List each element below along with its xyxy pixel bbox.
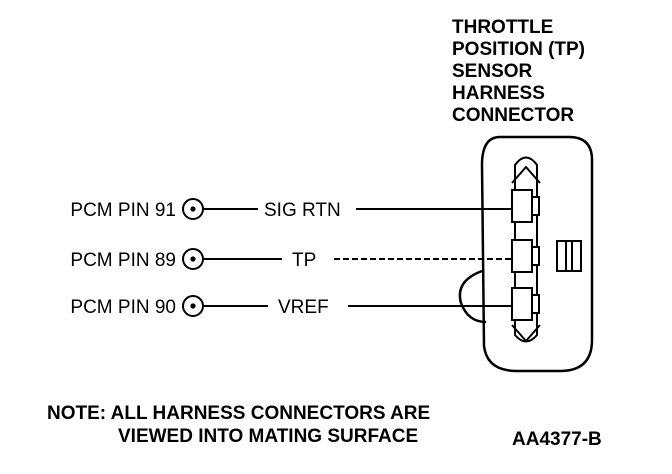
connector-title-line-5: CONNECTOR: [452, 105, 574, 126]
connector-latch: [556, 240, 582, 272]
signal-label: TP: [292, 250, 316, 271]
note-block: NOTE: ALL HARNESS CONNECTORS ARE VIEWED …: [47, 403, 430, 447]
polarity-arrow-up-icon: [511, 165, 541, 184]
connector-title-line-4: HARNESS: [452, 83, 545, 104]
pin-row-2: PCM PIN 89 TP: [70, 248, 512, 271]
terminal-cavity-3: [511, 287, 540, 321]
terminal-cavity-2: [511, 239, 540, 273]
polarity-arrow-down-icon: [511, 324, 541, 343]
connector-title-line-2: POSITION (TP): [452, 39, 585, 60]
terminal-cavity-1: [511, 189, 540, 223]
pcm-pin-label: PCM PIN 89: [70, 250, 176, 271]
harness-connector: [458, 135, 594, 373]
note-line-2: VIEWED INTO MATING SURFACE: [118, 426, 418, 447]
connector-title-line-1: THROTTLE: [452, 17, 553, 38]
signal-label: VREF: [278, 297, 329, 318]
connector-inner-shroud: [514, 156, 538, 343]
note-line-1: NOTE: ALL HARNESS CONNECTORS ARE: [47, 403, 430, 424]
pin-row-1: PCM PIN 91 SIG RTN: [70, 198, 512, 221]
connector-title-line-3: SENSOR: [452, 61, 533, 82]
pin-row-3: PCM PIN 90 VREF: [70, 295, 512, 318]
pcm-pin-label: PCM PIN 91: [70, 200, 176, 221]
signal-label: SIG RTN: [264, 200, 341, 221]
figure-id: AA4377-B: [512, 429, 602, 450]
connector-shell: [480, 135, 594, 373]
terminal-cavities: [511, 189, 540, 321]
pcm-pin-label: PCM PIN 90: [70, 297, 176, 318]
connector-title: THROTTLE POSITION (TP) SENSOR HARNESS CO…: [452, 17, 585, 126]
connector-wire-boot: [458, 269, 487, 324]
